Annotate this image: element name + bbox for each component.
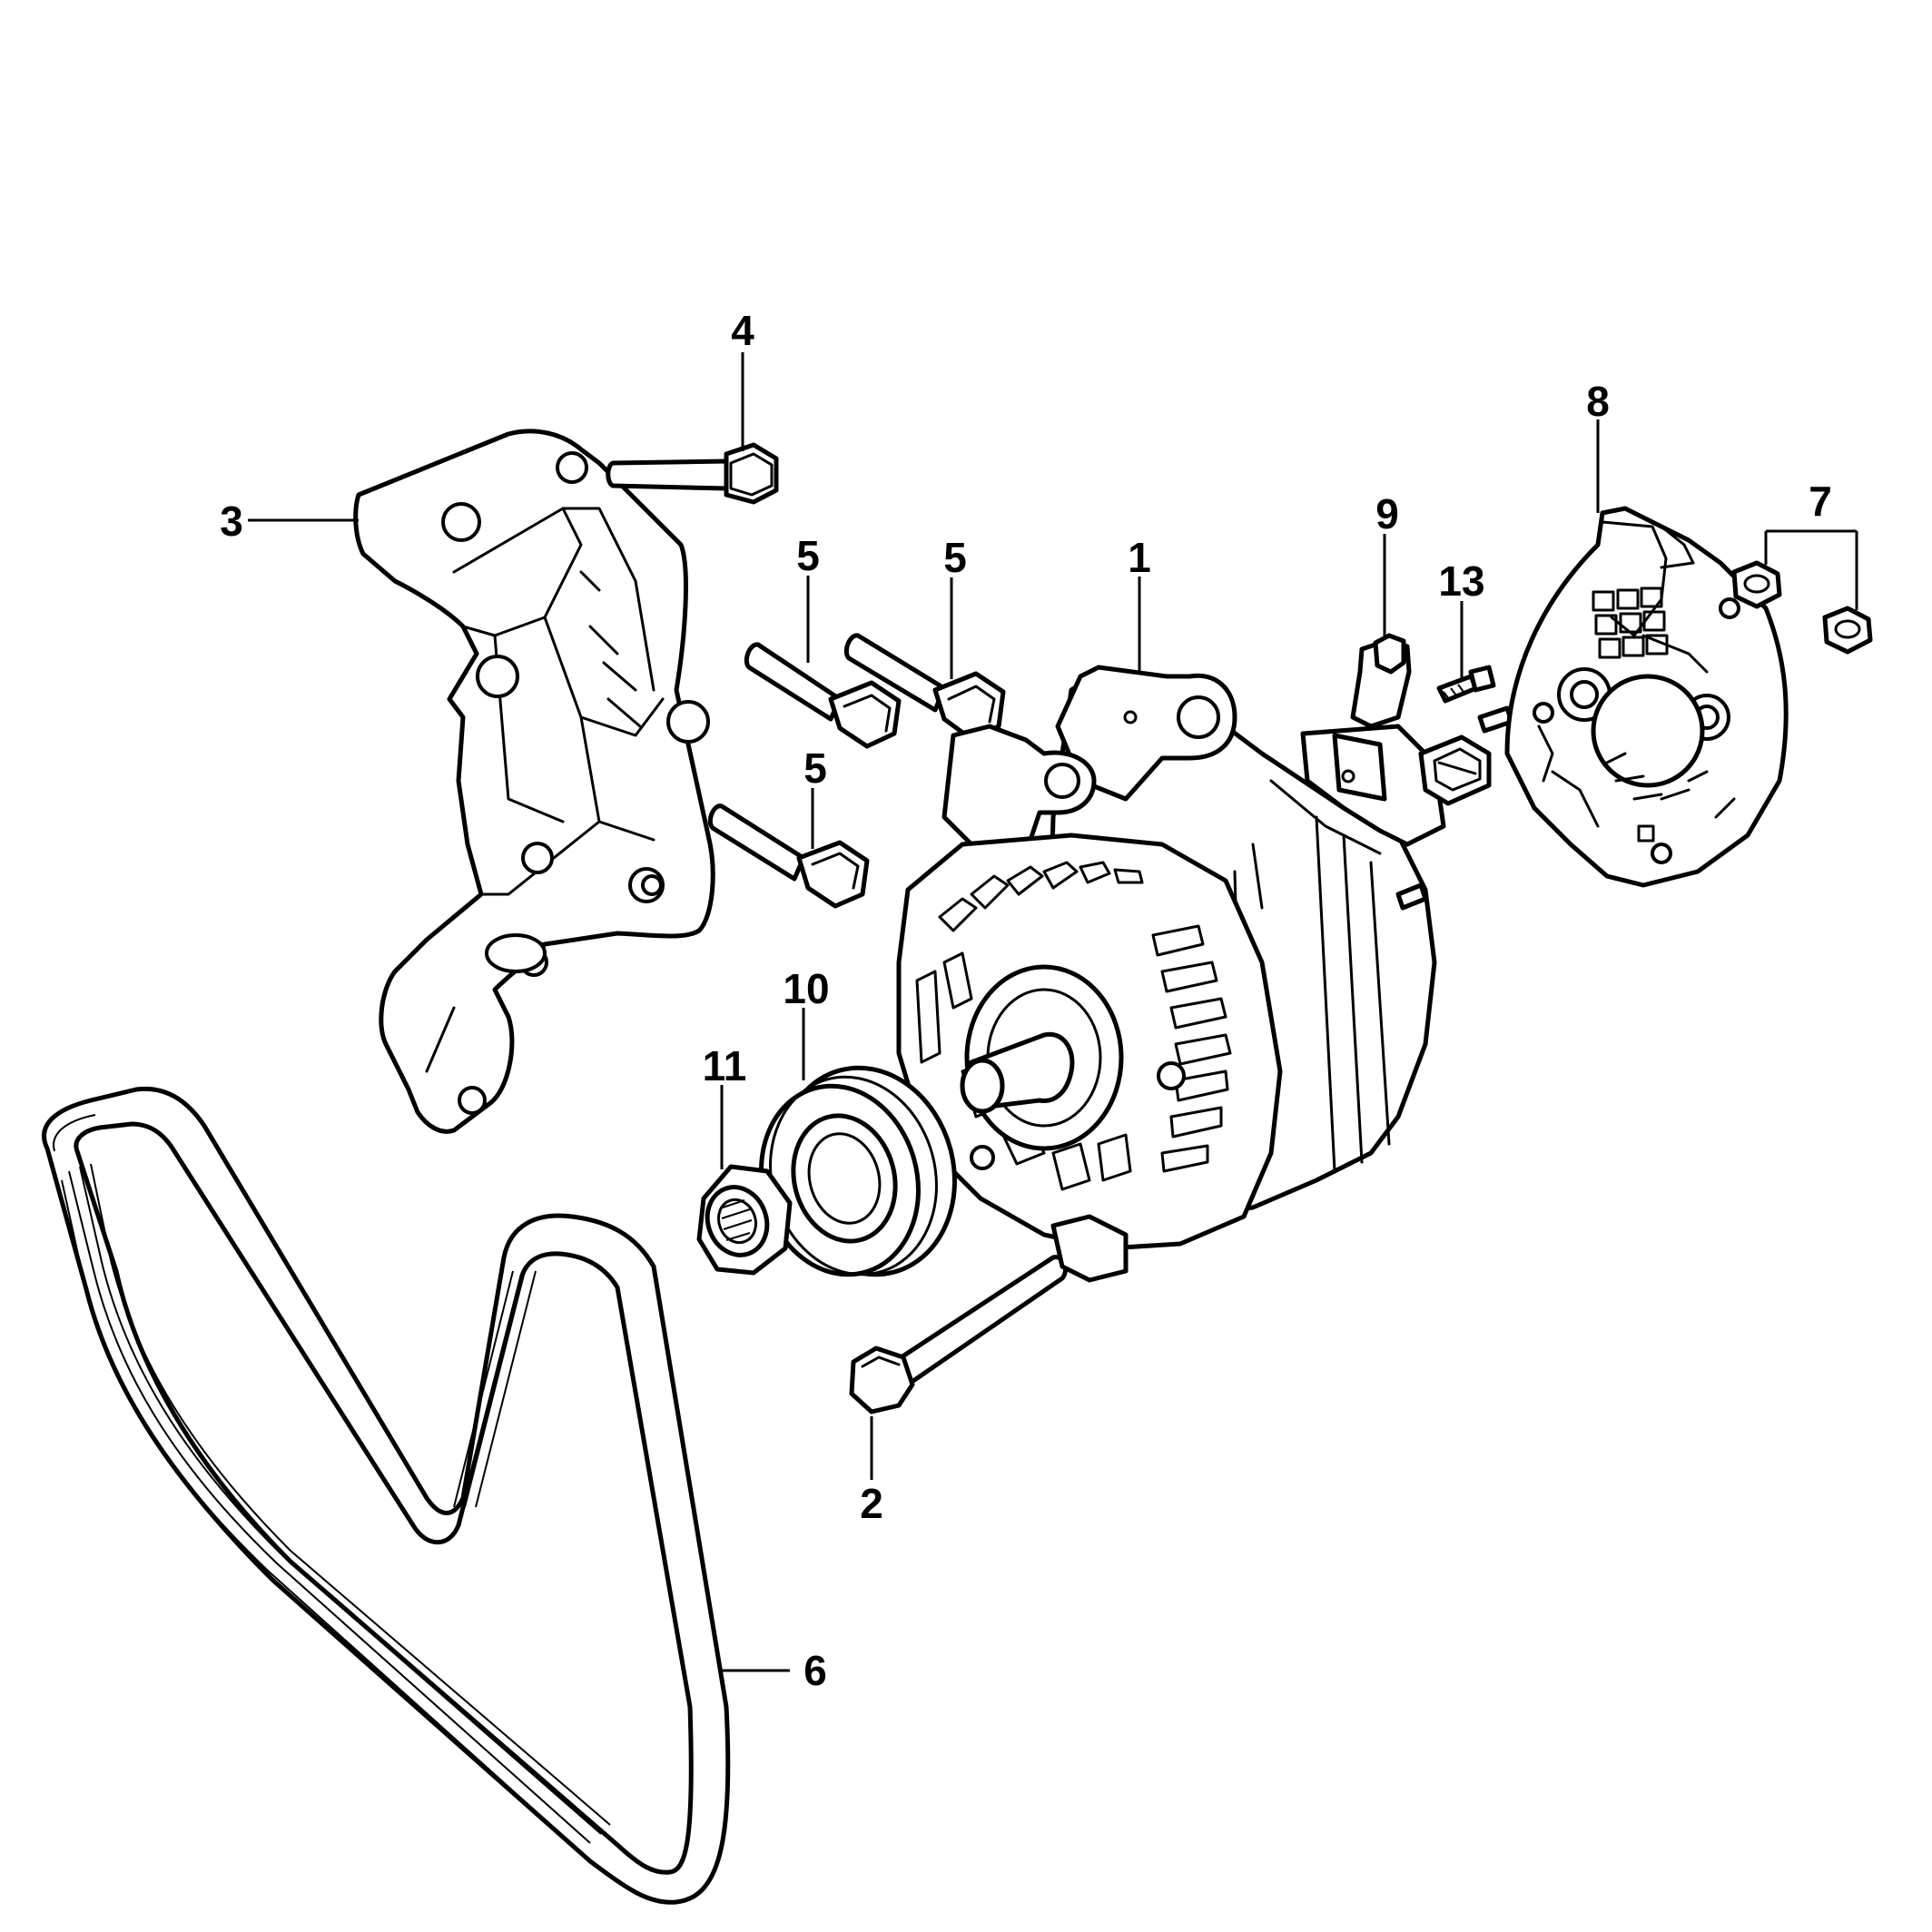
- callout-4: 4: [731, 307, 754, 354]
- callout-9: 9: [1375, 490, 1399, 537]
- callout-11: 11: [703, 1042, 747, 1089]
- callout-5-middle: 5: [803, 744, 827, 792]
- pulley-nut: [696, 1164, 793, 1276]
- callout-2: 2: [860, 1480, 883, 1527]
- callout-3: 3: [220, 498, 243, 545]
- upper-bolt: [606, 442, 779, 505]
- callout-5-right: 5: [943, 534, 967, 581]
- callout-5-left: 5: [796, 532, 820, 579]
- callout-1: 1: [1128, 534, 1151, 581]
- callout-13: 13: [1438, 557, 1484, 605]
- voltage-regulator: [1300, 633, 1492, 847]
- alternator: [896, 665, 1437, 1283]
- nut-left: [1731, 560, 1782, 609]
- cover-grille: [1592, 586, 1669, 659]
- pulley: [759, 1065, 957, 1277]
- terminal-stud: [1436, 665, 1514, 734]
- long-through-bolt: [849, 1255, 1069, 1414]
- callout-8: 8: [1586, 378, 1610, 425]
- bolt-middle: [707, 803, 870, 909]
- leader-lines: [248, 352, 1858, 1672]
- callout-6: 6: [803, 1647, 827, 1694]
- bolt-upper-left: [744, 642, 902, 749]
- rear-cover: [1504, 506, 1789, 888]
- callout-10: 10: [783, 965, 829, 1012]
- bolt-upper-right: [843, 633, 1006, 742]
- mounting-bracket: [353, 429, 715, 1134]
- callout-labels: 1 2 3 4 5 5 5 6 7 8 9 10 11 13: [220, 307, 1832, 1694]
- callout-7: 7: [1809, 478, 1832, 525]
- drive-belt: [42, 1086, 731, 1905]
- nut-right: [1822, 606, 1873, 655]
